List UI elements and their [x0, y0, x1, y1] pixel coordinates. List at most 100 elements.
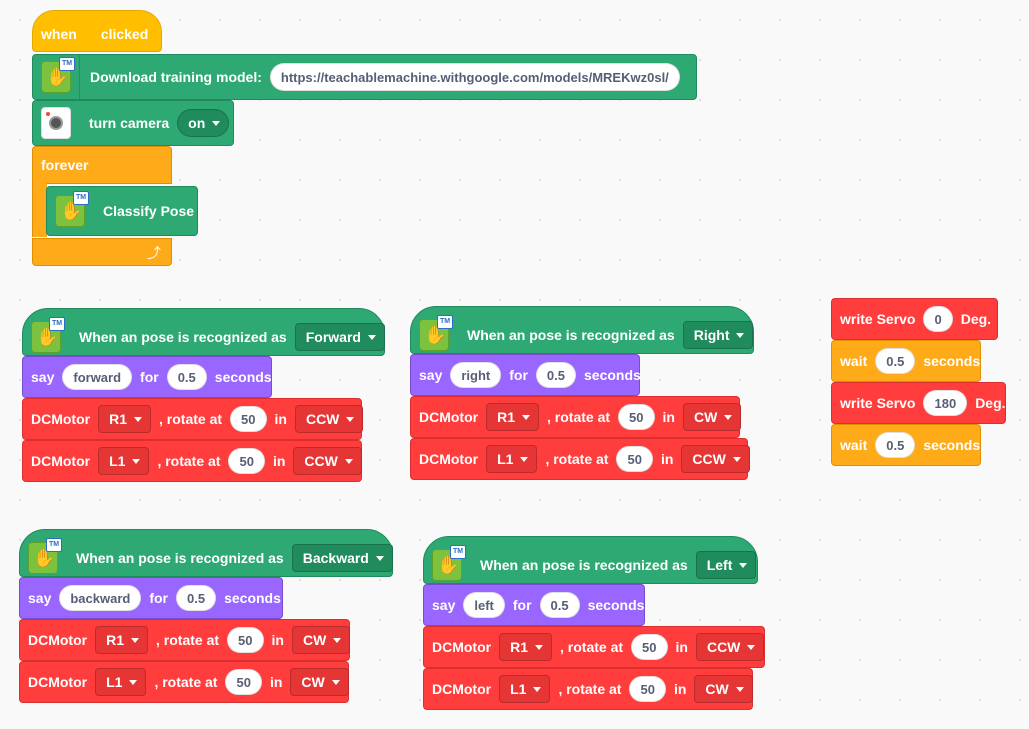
classify-pose-label: Classify Pose [103, 203, 195, 219]
motor-port-dropdown[interactable]: R1 [98, 405, 152, 433]
turn-camera-block[interactable]: turn camera on [32, 100, 234, 146]
pose-class-dropdown[interactable]: Left [695, 551, 757, 579]
chevron-down-icon [331, 679, 340, 685]
download-model-block[interactable]: ✋TM Download training model: https://tea… [32, 54, 697, 100]
chevron-down-icon [535, 644, 544, 650]
forever-block[interactable]: forever ✋TM Classify Pose ⤴ [32, 146, 697, 266]
forever-label: forever [41, 157, 89, 173]
wait-seconds-input[interactable]: 0.5 [875, 432, 916, 458]
teachable-machine-icon: ✋TM [28, 538, 62, 574]
dcmotor-block[interactable]: DCMotor L1 , rotate at 50 in CCW [22, 440, 362, 482]
motor-speed-input[interactable]: 50 [618, 404, 655, 430]
motor-speed-input[interactable]: 50 [227, 627, 264, 653]
pose-hat-block[interactable]: ✋TM When an pose is recognized as Backwa… [19, 529, 393, 577]
motor-port-dropdown[interactable]: L1 [486, 445, 538, 473]
pose-script-forward[interactable]: ✋TM When an pose is recognized as Forwar… [22, 308, 385, 482]
dcmotor-label: DCMotor [419, 451, 479, 467]
dcmotor-label: DCMotor [432, 681, 492, 697]
motor-direction-dropdown[interactable]: CW [694, 675, 753, 703]
motor-port-dropdown[interactable]: R1 [95, 626, 149, 654]
pose-class-dropdown[interactable]: Right [682, 321, 754, 349]
loop-arrow-icon: ⤴ [147, 245, 161, 261]
pose-script-right[interactable]: ✋TM When an pose is recognized as Right … [410, 306, 754, 480]
write-servo-label: write Servo [840, 311, 916, 327]
servo-script[interactable]: write Servo 0 Deg. wait 0.5 seconds writ… [831, 298, 1006, 466]
dcmotor-block[interactable]: DCMotor R1 , rotate at 50 in CCW [22, 398, 364, 440]
motor-direction-dropdown[interactable]: CW [682, 403, 742, 431]
rotate-label: , rotate at [156, 632, 220, 648]
say-seconds-input[interactable]: 0.5 [176, 585, 217, 611]
dcmotor-label: DCMotor [31, 411, 91, 427]
motor-direction-dropdown[interactable]: CCW [695, 633, 765, 661]
motor-port-dropdown[interactable]: L1 [499, 675, 551, 703]
pose-hat-block[interactable]: ✋TM When an pose is recognized as Forwar… [22, 308, 385, 356]
camera-icon [41, 107, 71, 139]
pose-hat-label: When an pose is recognized as [79, 329, 287, 345]
say-block[interactable]: say forward for 0.5 seconds [22, 356, 272, 398]
pose-hat-block[interactable]: ✋TM When an pose is recognized as Left [423, 536, 758, 584]
pose-class-dropdown[interactable]: Forward [294, 323, 385, 351]
motor-speed-input[interactable]: 50 [225, 669, 262, 695]
classify-pose-block[interactable]: ✋TM Classify Pose [46, 186, 198, 236]
in-label: in [271, 632, 284, 648]
in-label: in [675, 639, 688, 655]
motor-speed-input[interactable]: 50 [616, 446, 653, 472]
say-text-input[interactable]: left [463, 592, 505, 618]
dcmotor-block[interactable]: DCMotor R1 , rotate at 50 in CW [410, 396, 742, 438]
wait-block[interactable]: wait 0.5 seconds [831, 340, 981, 382]
rotate-label: , rotate at [159, 411, 223, 427]
motor-direction-dropdown[interactable]: CCW [293, 447, 362, 475]
motor-port-dropdown[interactable]: L1 [95, 668, 147, 696]
say-seconds-input[interactable]: 0.5 [166, 364, 207, 390]
motor-port-dropdown[interactable]: L1 [98, 447, 150, 475]
servo-angle-input[interactable]: 0 [923, 306, 953, 332]
pose-hat-label: When an pose is recognized as [467, 327, 675, 343]
pose-class-dropdown[interactable]: Backward [291, 544, 393, 572]
wait-block[interactable]: wait 0.5 seconds [831, 424, 981, 466]
servo-angle-input[interactable]: 180 [923, 390, 968, 416]
motor-direction-dropdown[interactable]: CCW [294, 405, 364, 433]
dcmotor-label: DCMotor [28, 632, 88, 648]
chevron-down-icon [346, 416, 355, 422]
when-label: when [41, 26, 77, 42]
main-script[interactable]: when clicked ✋TM Download training model… [32, 10, 697, 266]
say-block[interactable]: say backward for 0.5 seconds [19, 577, 283, 619]
say-text-input[interactable]: forward [62, 364, 133, 390]
write-servo-block[interactable]: write Servo 0 Deg. [831, 298, 998, 340]
pose-script-backward[interactable]: ✋TM When an pose is recognized as Backwa… [19, 529, 393, 703]
dcmotor-block[interactable]: DCMotor L1 , rotate at 50 in CCW [410, 438, 750, 480]
motor-direction-dropdown[interactable]: CW [290, 668, 349, 696]
dcmotor-block[interactable]: DCMotor R1 , rotate at 50 in CW [19, 619, 351, 661]
model-url-input[interactable]: https://teachablemachine.withgoogle.com/… [269, 63, 680, 91]
wait-label: wait [840, 353, 868, 369]
say-seconds-input[interactable]: 0.5 [535, 362, 576, 388]
say-text-input[interactable]: right [450, 362, 502, 388]
chevron-down-icon [367, 334, 376, 340]
chevron-down-icon [375, 555, 384, 561]
say-text-input[interactable]: backward [59, 585, 142, 611]
motor-speed-input[interactable]: 50 [230, 406, 267, 432]
seconds-label: seconds [587, 597, 645, 613]
pose-hat-block[interactable]: ✋TM When an pose is recognized as Right [410, 306, 754, 354]
write-servo-block[interactable]: write Servo 180 Deg. [831, 382, 1006, 424]
dcmotor-block[interactable]: DCMotor L1 , rotate at 50 in CW [19, 661, 349, 703]
motor-port-dropdown[interactable]: R1 [486, 403, 540, 431]
wait-seconds-input[interactable]: 0.5 [875, 348, 916, 374]
rotate-label: , rotate at [154, 674, 218, 690]
motor-direction-dropdown[interactable]: CCW [681, 445, 750, 473]
when-flag-clicked-block[interactable]: when clicked [32, 10, 162, 52]
say-block[interactable]: say right for 0.5 seconds [410, 354, 641, 396]
camera-state-dropdown[interactable]: on [177, 109, 230, 137]
dcmotor-block[interactable]: DCMotor R1 , rotate at 50 in CCW [423, 626, 765, 668]
motor-speed-input[interactable]: 50 [629, 676, 666, 702]
dcmotor-block[interactable]: DCMotor L1 , rotate at 50 in CW [423, 668, 753, 710]
motor-speed-input[interactable]: 50 [631, 634, 668, 660]
say-seconds-input[interactable]: 0.5 [539, 592, 580, 618]
motor-speed-input[interactable]: 50 [228, 448, 265, 474]
say-block[interactable]: say left for 0.5 seconds [423, 584, 645, 626]
in-label: in [269, 674, 283, 690]
rotate-label: , rotate at [547, 409, 611, 425]
pose-script-left[interactable]: ✋TM When an pose is recognized as Left s… [423, 536, 765, 710]
motor-port-dropdown[interactable]: R1 [499, 633, 553, 661]
motor-direction-dropdown[interactable]: CW [291, 626, 351, 654]
